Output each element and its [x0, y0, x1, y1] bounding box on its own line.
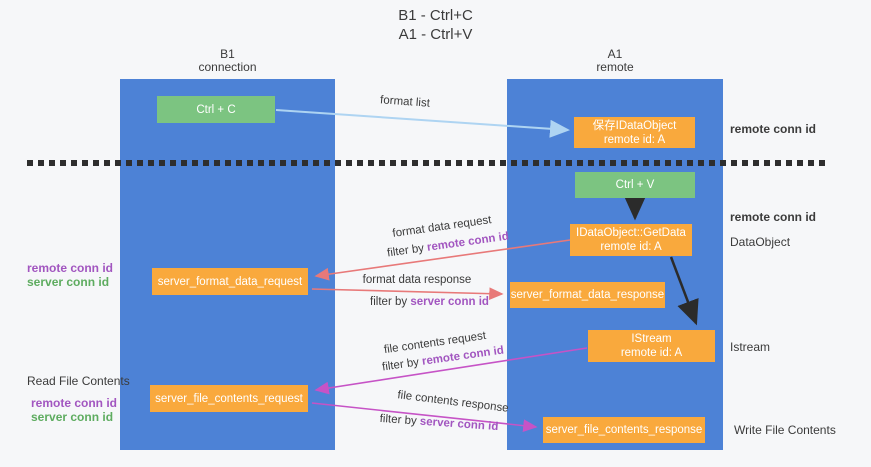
- annotation-remote-conn-id-left-bottom: remote conn id: [31, 396, 118, 410]
- annotation-server-conn-id-left-top: server conn id: [27, 275, 110, 289]
- node-format-request-label: server_format_data_request: [157, 275, 303, 288]
- arrow-format-data-response: [311, 287, 504, 301]
- label-format-list: format list: [379, 94, 431, 110]
- lane-b1-name: B1: [220, 47, 235, 61]
- node-getdata-line1: IDataObject::GetData: [576, 227, 686, 239]
- diagram-title: B1 - Ctrl+C A1 - Ctrl+V: [0, 6, 871, 44]
- annotation-server-conn-id-left-bottom: server conn id: [31, 410, 114, 424]
- server-conn-id-key: server conn id: [419, 415, 499, 434]
- node-server-file-contents-request: server_file_contents_request: [150, 385, 308, 412]
- node-istream: IStream remote id: A: [588, 330, 715, 362]
- node-ctrl-c: Ctrl + C: [157, 96, 275, 123]
- filter-by-text: filter by: [381, 355, 423, 374]
- annotation-conn-ids-left-top: remote conn id server conn id: [27, 261, 113, 289]
- annotation-conn-ids-left-bottom: remote conn id server conn id: [31, 396, 117, 424]
- phase-separator-dashed-line: [27, 160, 830, 166]
- node-server-format-data-response: server_format_data_response: [510, 282, 665, 308]
- filter-by-text: filter by: [379, 412, 421, 428]
- lane-header-a1: A1 remote: [507, 48, 723, 74]
- lane-a1-name: A1: [607, 47, 623, 61]
- lane-header-b1: B1 connection: [120, 48, 335, 74]
- label-file-contents-response: file contents response: [396, 389, 510, 415]
- node-save-idataobject: 保存IDataObject remote id: A: [574, 117, 695, 148]
- node-server-file-contents-response: server_file_contents_response: [543, 417, 705, 443]
- node-ctrl-v: Ctrl + V: [575, 172, 695, 198]
- annotation-remote-conn-id-left-top: remote conn id: [27, 261, 114, 275]
- label-format-data-response: format data response: [362, 274, 472, 286]
- lane-b1-subtitle: connection: [198, 60, 257, 74]
- remote-conn-id-key: remote conn id: [426, 230, 510, 254]
- node-ctrl-v-label: Ctrl + V: [615, 179, 655, 191]
- annotation-remote-conn-id-right-top: remote conn id: [730, 122, 817, 136]
- node-idataobject-getdata: IDataObject::GetData remote id: A: [570, 224, 692, 256]
- server-conn-id-key: server conn id: [410, 296, 489, 308]
- node-file-response-label: server_file_contents_response: [545, 424, 703, 436]
- node-file-request-label: server_file_contents_request: [155, 392, 303, 405]
- annotation-istream: Istream: [730, 340, 771, 354]
- node-istream-line2: remote id: A: [620, 347, 683, 359]
- filter-by-text: filter by: [370, 296, 411, 308]
- node-save-idataobject-line1: 保存IDataObject: [592, 119, 677, 132]
- lane-a1-subtitle: remote: [596, 60, 634, 74]
- node-server-format-data-request: server_format_data_request: [152, 268, 308, 295]
- filter-by-text: filter by: [386, 241, 428, 260]
- annotation-write-file-contents: Write File Contents: [734, 423, 836, 437]
- node-ctrl-c-label: Ctrl + C: [196, 103, 236, 116]
- node-save-idataobject-line2: remote id: A: [603, 133, 666, 146]
- diagram-title-line2: A1 - Ctrl+V: [398, 26, 473, 43]
- annotation-remote-conn-id-right-mid: remote conn id: [730, 210, 817, 224]
- node-istream-line1: IStream: [631, 333, 672, 345]
- node-format-response-label: server_format_data_response: [510, 289, 665, 301]
- annotation-dataobject: DataObject: [730, 235, 791, 249]
- annotation-read-file-contents: Read File Contents: [27, 374, 130, 388]
- label-file-contents-response-filter: filter by server conn id: [375, 413, 504, 434]
- label-format-data-response-filter: filter by server conn id: [362, 296, 497, 308]
- node-getdata-line2: remote id: A: [600, 241, 662, 253]
- diagram-title-line1: B1 - Ctrl+C: [398, 7, 473, 24]
